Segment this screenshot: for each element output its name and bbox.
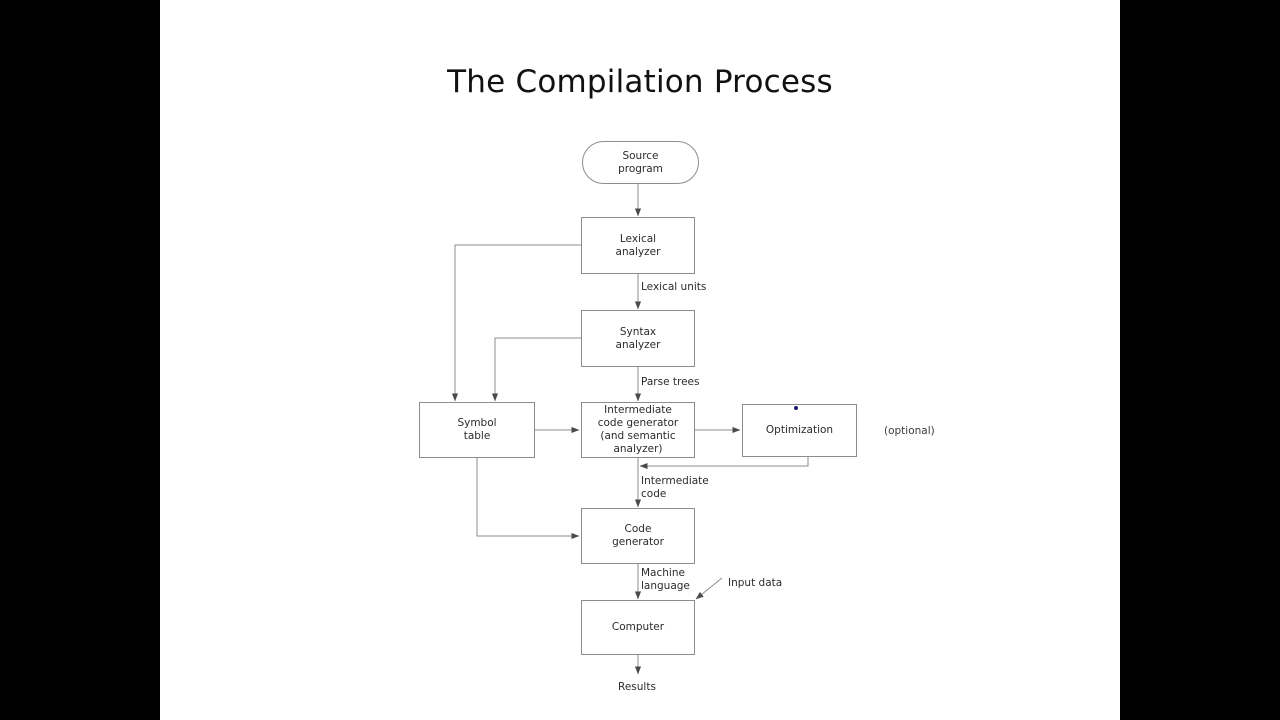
connector-symbol-to-codegen	[476, 458, 580, 540]
edge-label-parse-trees: Parse trees	[641, 376, 700, 388]
node-optimization[interactable]: Optimization	[742, 404, 857, 457]
edge-label-results: Results	[618, 681, 656, 693]
node-lexical-analyzer[interactable]: Lexical analyzer	[581, 217, 695, 274]
letterbox-bar-left	[0, 0, 160, 720]
page-title: The Compilation Process	[447, 64, 833, 100]
connector-lexical-to-symbol	[451, 244, 581, 402]
edge-label-intermediate-code: Intermediate code	[641, 475, 709, 500]
accent-dot-icon	[794, 406, 798, 410]
connector-optimization-to-intermediate	[639, 457, 809, 470]
node-syntax-analyzer[interactable]: Syntax analyzer	[581, 310, 695, 367]
connector-syntax-to-symbol	[491, 337, 581, 402]
node-computer[interactable]: Computer	[581, 600, 695, 655]
node-source-program[interactable]: Source program	[582, 141, 699, 184]
node-code-generator[interactable]: Code generator	[581, 508, 695, 564]
edge-label-lexical-units: Lexical units	[641, 281, 707, 293]
edge-label-input-data: Input data	[728, 577, 783, 589]
slide-canvas: The Compilation Process	[160, 0, 1120, 720]
letterbox-bar-right	[1120, 0, 1280, 720]
node-intermediate-code-generator[interactable]: Intermediate code generator (and semanti…	[581, 402, 695, 458]
node-symbol-table[interactable]: Symbol table	[419, 402, 535, 458]
edge-label-optional-note: (optional)	[884, 425, 935, 437]
connector-input-data-to-computer	[695, 577, 723, 600]
compilation-process-diagram: Source program Lexical analyzer Syntax a…	[160, 0, 1120, 720]
edge-label-machine-language: Machine language	[641, 567, 690, 592]
